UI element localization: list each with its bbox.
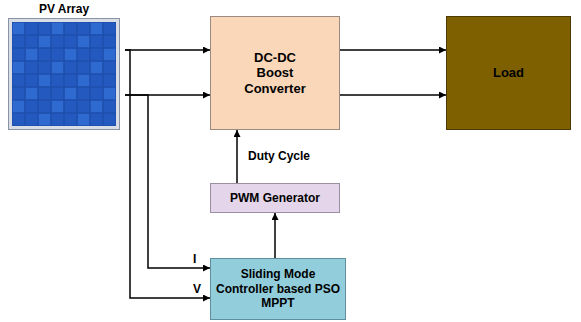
box-label: Load bbox=[493, 65, 524, 81]
box-label: PWM Generator bbox=[230, 191, 320, 205]
connector-arrow bbox=[340, 94, 446, 96]
pv-array: PV Array bbox=[5, 2, 123, 132]
converter-box: DC-DC Boost Converter bbox=[210, 16, 340, 130]
connector-arrow bbox=[340, 49, 446, 51]
connector-arrow bbox=[125, 49, 210, 51]
solar-panel-icon bbox=[8, 18, 120, 130]
box-label: Sliding Mode Controller based PSO MPPT bbox=[214, 267, 342, 310]
signal-label: I bbox=[192, 253, 197, 266]
signal-label: V bbox=[192, 283, 202, 296]
component-title: PV Array bbox=[39, 2, 89, 16]
pwm-box: PWM Generator bbox=[210, 183, 340, 213]
connector-arrow bbox=[236, 130, 238, 183]
box-label: DC-DC Boost Converter bbox=[235, 50, 315, 97]
signal-label: Duty Cycle bbox=[247, 150, 311, 163]
connector-arrow bbox=[274, 213, 276, 258]
connector-arrow bbox=[125, 50, 210, 298]
controller-box: Sliding Mode Controller based PSO MPPT bbox=[210, 258, 346, 320]
connector-arrow bbox=[125, 95, 210, 268]
load-box: Load bbox=[446, 16, 571, 130]
